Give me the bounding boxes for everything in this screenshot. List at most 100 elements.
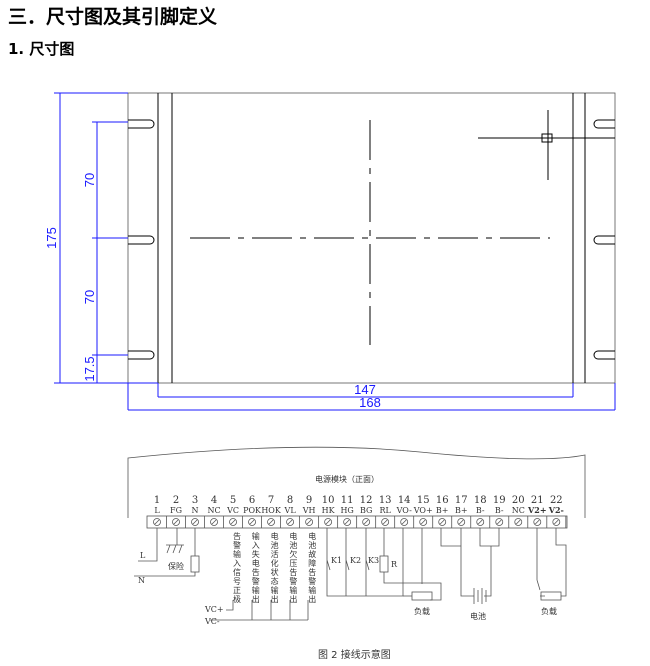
terminal-18: 18B- [474, 495, 491, 528]
vc-plus-label: VC+ [204, 605, 224, 614]
vertical-signal-label: 电池欠压告警输出 [289, 531, 298, 604]
terminal-signal: BG [360, 506, 372, 515]
plate-inner-lines [157, 93, 586, 383]
vertical-signal-label: 告警输入信号正极 [233, 531, 242, 604]
terminal-signal: NC [207, 506, 220, 515]
terminal-17: 17B+ [455, 495, 472, 528]
terminal-number: 6 [249, 495, 255, 506]
dim-175: 175 [44, 227, 59, 249]
terminal-number: 8 [287, 495, 293, 506]
terminal-signal: HK [322, 506, 336, 515]
section-heading: 三．尺寸图及其引脚定义 [8, 6, 218, 28]
label-l: L [140, 551, 146, 560]
dim-70-bottom: 70 [82, 290, 97, 304]
vertical-signal-label: 输入失电告警输出 [251, 531, 260, 604]
terminal-signal: VL [284, 506, 297, 515]
terminal-3: 3N [191, 495, 205, 528]
wiring-diagram: 电源模块（正面） 1L2FG3N4NC5VC6POK7HOK8VL9VH10HK… [127, 446, 586, 626]
screw-terminal-icon [172, 518, 180, 526]
terminal-8: 8VL [284, 495, 301, 528]
subsection-heading: 1. 尺寸图 [8, 40, 75, 58]
terminal-number: 10 [322, 495, 335, 506]
screw-terminal-icon [248, 518, 256, 526]
terminal-signal: B- [495, 506, 504, 515]
mount-hole [541, 133, 553, 143]
terminal-19: 19B- [493, 495, 510, 528]
screw-terminal-icon [191, 518, 199, 526]
terminal-number: 15 [417, 495, 430, 506]
terminal-number: 21 [531, 495, 544, 506]
terminal-number: 18 [474, 495, 487, 506]
vertical-signal-label: 电池故障告警输出 [308, 531, 317, 604]
figure-caption: 图 2 接线示意图 [318, 650, 391, 661]
screw-terminal-icon [419, 518, 428, 526]
vertical-signal-label: 电池活化状态输出 [270, 531, 279, 604]
screw-terminal-icon [324, 518, 333, 526]
screw-terminal-icon [381, 518, 390, 526]
terminal-signal: HOK [261, 506, 282, 515]
terminal-number: 14 [398, 495, 411, 506]
dim-17-5: 17.5 [82, 356, 97, 381]
fuse [190, 555, 200, 573]
terminal-signal: N [192, 506, 199, 515]
load-1-label: 负载 [414, 606, 430, 616]
terminal-signal: VC [226, 506, 239, 515]
dim-147: 147 [354, 382, 376, 397]
terminal-number: 20 [512, 495, 525, 506]
screw-terminal-icon [438, 518, 447, 526]
terminal-signal: B+ [436, 506, 449, 515]
screw-terminal-icon [305, 518, 314, 526]
terminal-number: 9 [306, 495, 312, 506]
screw-terminal-icon [229, 518, 237, 526]
terminal-1: 1L [153, 495, 167, 528]
screw-terminal-icon [210, 518, 218, 526]
module-outline [127, 446, 586, 518]
module-title: 电源模块（正面） [315, 474, 379, 484]
left-slots [128, 119, 155, 360]
r-label: R [391, 560, 398, 569]
terminal-number: 11 [341, 495, 354, 506]
terminal-number: 2 [173, 495, 179, 506]
terminal-number: 7 [268, 495, 274, 506]
terminal-number: 16 [436, 495, 449, 506]
k1-label: K1 [331, 556, 342, 565]
fuse-label: 保险 [168, 561, 184, 571]
resistor-r [379, 555, 389, 573]
terminal-2: 2FG [170, 495, 186, 528]
screw-terminal-icon [153, 518, 161, 526]
screw-terminal-icon [457, 518, 466, 526]
terminal-number: 13 [379, 495, 392, 506]
terminal-signal: NC [512, 506, 525, 515]
terminal-signal: VO- [396, 506, 412, 515]
terminal-signal: HG [340, 506, 353, 515]
label-n: N [138, 576, 145, 585]
screw-terminal-icon [552, 518, 561, 526]
terminal-number: 19 [493, 495, 506, 506]
terminal-signal: RL [380, 506, 392, 515]
screw-terminal-icon [267, 518, 275, 526]
screw-terminal-icon [533, 518, 542, 526]
terminal-number: 3 [192, 495, 198, 506]
terminal-16: 16B+ [436, 495, 453, 528]
screw-terminal-icon [343, 518, 352, 526]
terminal-number: 5 [230, 495, 236, 506]
load-2-label: 负载 [541, 606, 557, 616]
k3-label: K3 [368, 556, 379, 565]
screw-terminal-icon [400, 518, 409, 526]
terminal-signal: VH [302, 506, 316, 515]
terminal-number: 1 [154, 495, 160, 506]
load-2 [540, 591, 562, 601]
load-1 [411, 591, 433, 601]
dim-168: 168 [359, 395, 381, 410]
terminal-signal: B- [476, 506, 485, 515]
terminal-signal: FG [170, 506, 182, 515]
